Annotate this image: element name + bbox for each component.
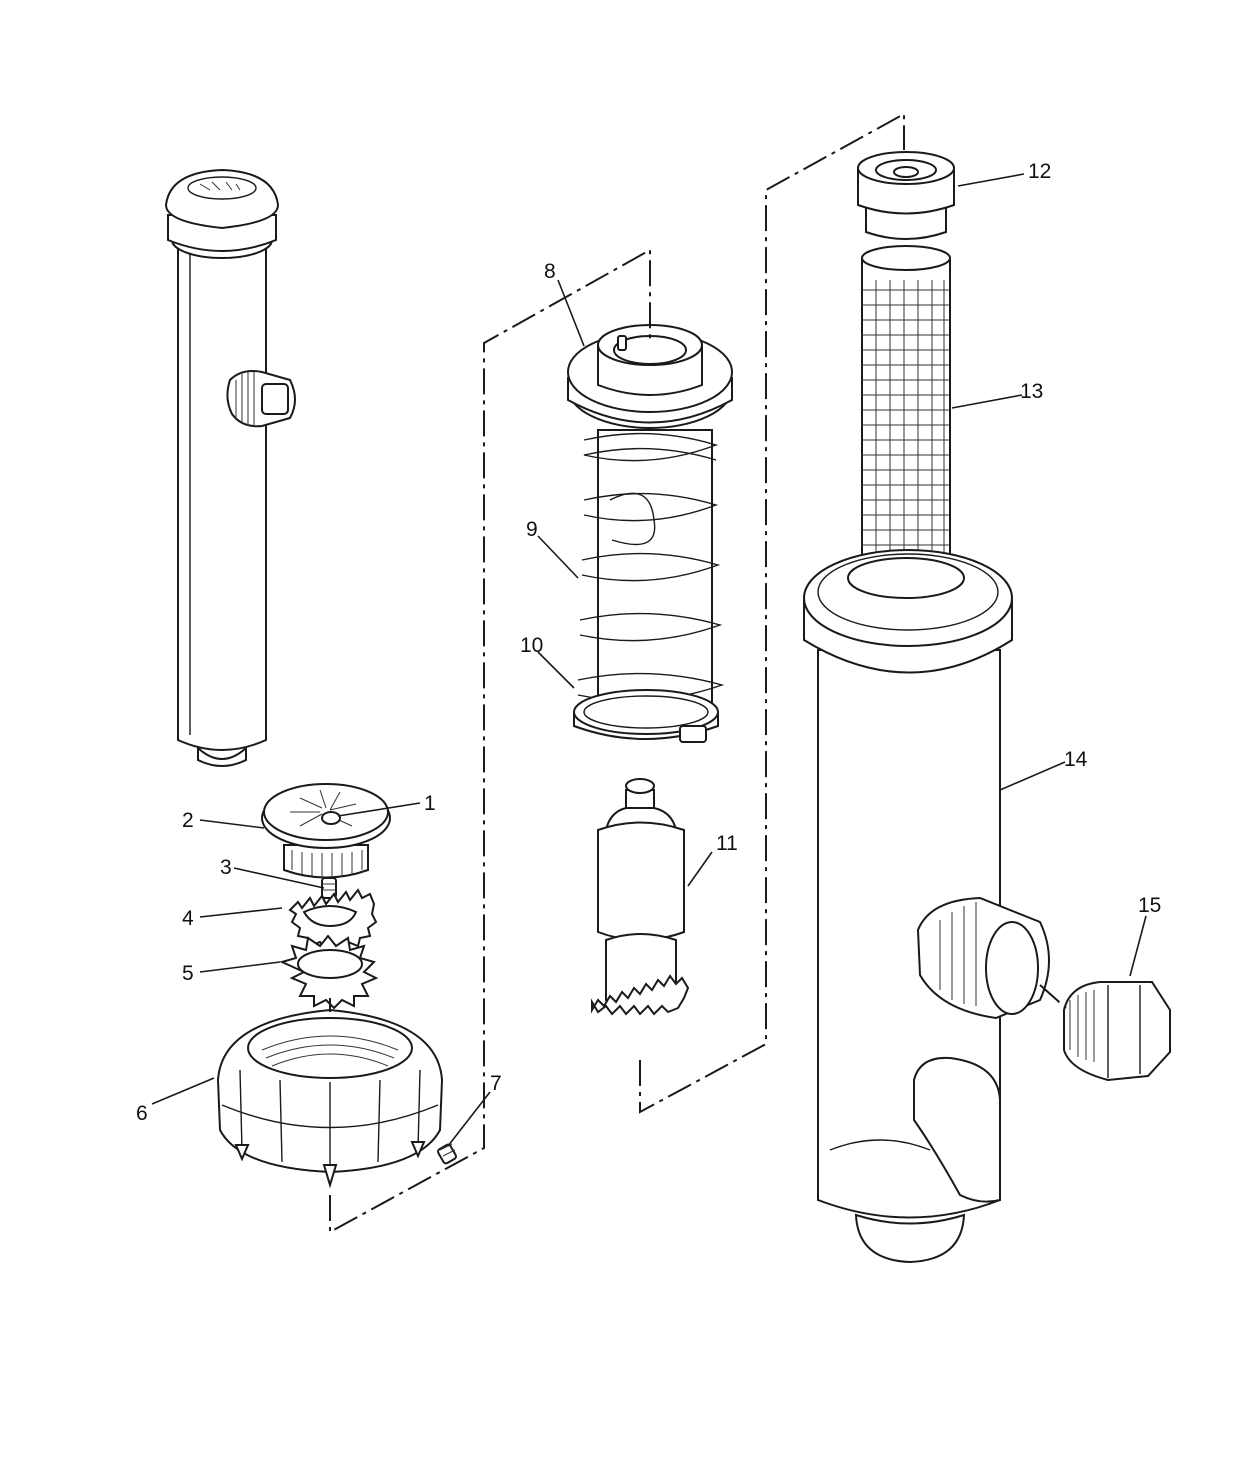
callout-6: 6 (136, 1102, 148, 1125)
part-10-spring-retainer (573, 689, 719, 743)
part-7-set-screw (437, 1143, 457, 1165)
part-2-nozzle-cap (261, 783, 391, 879)
callout-2: 2 (182, 809, 194, 832)
assembly-center-lines (329, 112, 1067, 1234)
callout-3: 3 (220, 856, 232, 879)
part-4-gear-ring (288, 888, 378, 952)
callout-labels: 1 2 3 4 5 6 7 8 9 10 11 12 13 14 15 (136, 160, 1161, 1125)
part-8-ratchet-housing (567, 324, 733, 721)
callout-8: 8 (544, 260, 556, 283)
part-15-plug (1063, 981, 1171, 1082)
callout-1: 1 (424, 792, 436, 815)
part-11-drive-assembly (591, 778, 690, 1016)
callout-10: 10 (520, 634, 543, 657)
callout-12: 12 (1028, 160, 1051, 183)
part-14-body (803, 549, 1050, 1264)
part-13-filter-screen (861, 245, 951, 579)
callout-13: 13 (1020, 380, 1043, 403)
callout-4: 4 (182, 907, 194, 930)
part-12-wiper-seal (857, 151, 955, 240)
part-9-spring (577, 432, 725, 702)
part-5-star-washer (279, 934, 379, 1010)
leader-lines (151, 173, 1147, 1147)
callout-9: 9 (526, 518, 538, 541)
callout-11: 11 (716, 832, 738, 855)
callout-5: 5 (182, 962, 194, 985)
part-1-nozzle (321, 811, 341, 825)
assembled-sprinkler (164, 168, 296, 767)
callout-7: 7 (490, 1072, 502, 1095)
part-6-body-cap (216, 1008, 444, 1189)
callout-15: 15 (1138, 894, 1161, 917)
callout-14: 14 (1064, 748, 1088, 771)
